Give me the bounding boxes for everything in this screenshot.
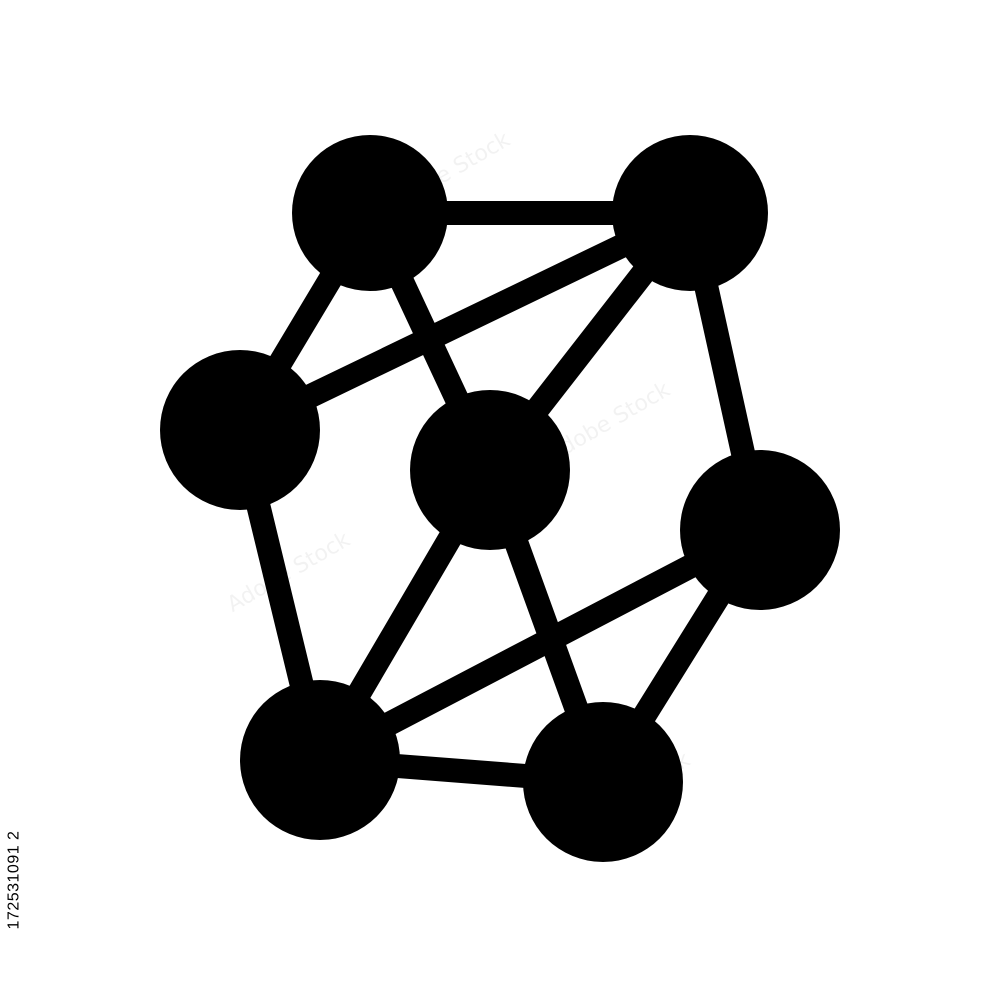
stock-id-text: 172531091 2	[5, 830, 22, 930]
node	[523, 702, 683, 862]
edge	[228, 201, 702, 442]
node	[160, 350, 320, 510]
edge	[308, 518, 772, 772]
stock-id-label: 172531091 2	[2, 760, 26, 1000]
node	[612, 135, 768, 291]
node	[410, 390, 570, 550]
network-nodes	[160, 135, 840, 862]
node	[680, 450, 840, 610]
node	[292, 135, 448, 291]
node	[240, 680, 400, 840]
